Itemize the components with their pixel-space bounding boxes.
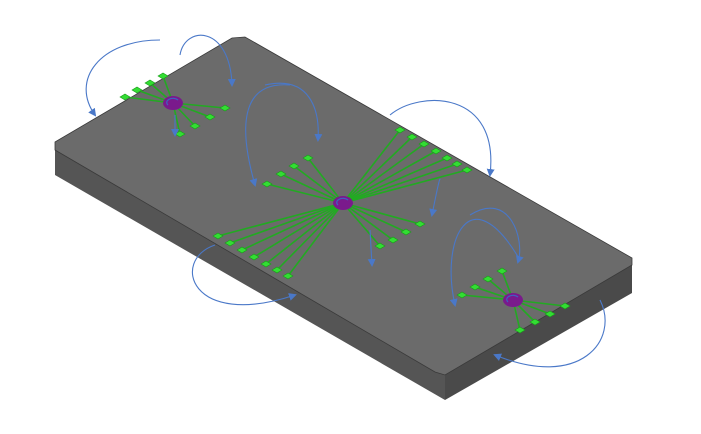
flow-arrow — [245, 84, 291, 187]
pad — [496, 267, 508, 275]
pad — [271, 266, 283, 274]
trace — [293, 165, 344, 204]
pad — [387, 236, 399, 244]
pad — [514, 326, 526, 334]
trace — [342, 202, 407, 233]
trace — [342, 202, 421, 225]
trace — [342, 129, 401, 204]
pad — [282, 272, 294, 280]
pad — [260, 260, 272, 268]
trace — [342, 157, 448, 204]
pad — [414, 220, 426, 228]
trace — [276, 202, 344, 271]
flow-arrow — [469, 207, 524, 264]
trace — [241, 202, 344, 251]
trace — [342, 136, 413, 204]
pad — [248, 253, 260, 261]
traces — [119, 72, 571, 334]
trace — [342, 202, 381, 247]
pad — [430, 147, 442, 155]
trace — [280, 173, 344, 204]
trace — [266, 183, 344, 204]
pad — [441, 154, 453, 162]
pad — [204, 113, 216, 121]
pad — [189, 122, 201, 130]
trace — [217, 202, 344, 237]
pad — [451, 160, 463, 168]
pad — [275, 170, 287, 178]
pad — [302, 154, 314, 162]
trace — [229, 202, 344, 244]
pad — [224, 239, 236, 247]
pad — [559, 302, 571, 310]
pad — [157, 72, 169, 80]
pad — [374, 242, 386, 250]
pad — [406, 133, 418, 141]
flow-arrow — [85, 39, 161, 117]
pad — [288, 162, 300, 170]
flow-arrow — [493, 299, 606, 368]
trace — [342, 143, 425, 204]
pad — [144, 79, 156, 87]
flow-arrow — [367, 229, 376, 267]
pad — [456, 291, 468, 299]
pad — [482, 275, 494, 283]
trace — [253, 202, 344, 258]
pad — [261, 180, 273, 188]
pad — [469, 283, 481, 291]
flow-arrow — [389, 100, 495, 177]
trace — [307, 157, 344, 204]
flow-arrow — [429, 178, 441, 217]
flow-arrow — [191, 244, 297, 306]
flow-arrow — [449, 219, 521, 307]
pad — [219, 104, 231, 112]
trace — [287, 202, 344, 277]
chip-marking — [166, 97, 179, 106]
trace — [342, 169, 468, 204]
pad — [119, 93, 131, 101]
pad — [131, 86, 143, 94]
trace — [342, 150, 437, 204]
flow-arrow — [264, 82, 323, 142]
pad — [461, 166, 473, 174]
pad — [236, 246, 248, 254]
trace — [265, 202, 344, 265]
flow-arrow — [179, 34, 236, 87]
pad — [544, 310, 556, 318]
chips — [163, 96, 523, 307]
pad — [212, 232, 224, 240]
pad — [400, 228, 412, 236]
flow-arrows — [85, 34, 606, 368]
board-right-face — [445, 265, 632, 400]
pad — [418, 140, 430, 148]
trace — [342, 163, 458, 204]
chip-marking — [506, 294, 519, 303]
pad — [394, 126, 406, 134]
pad — [529, 318, 541, 326]
trace — [342, 202, 394, 241]
chip-marking — [336, 197, 349, 206]
